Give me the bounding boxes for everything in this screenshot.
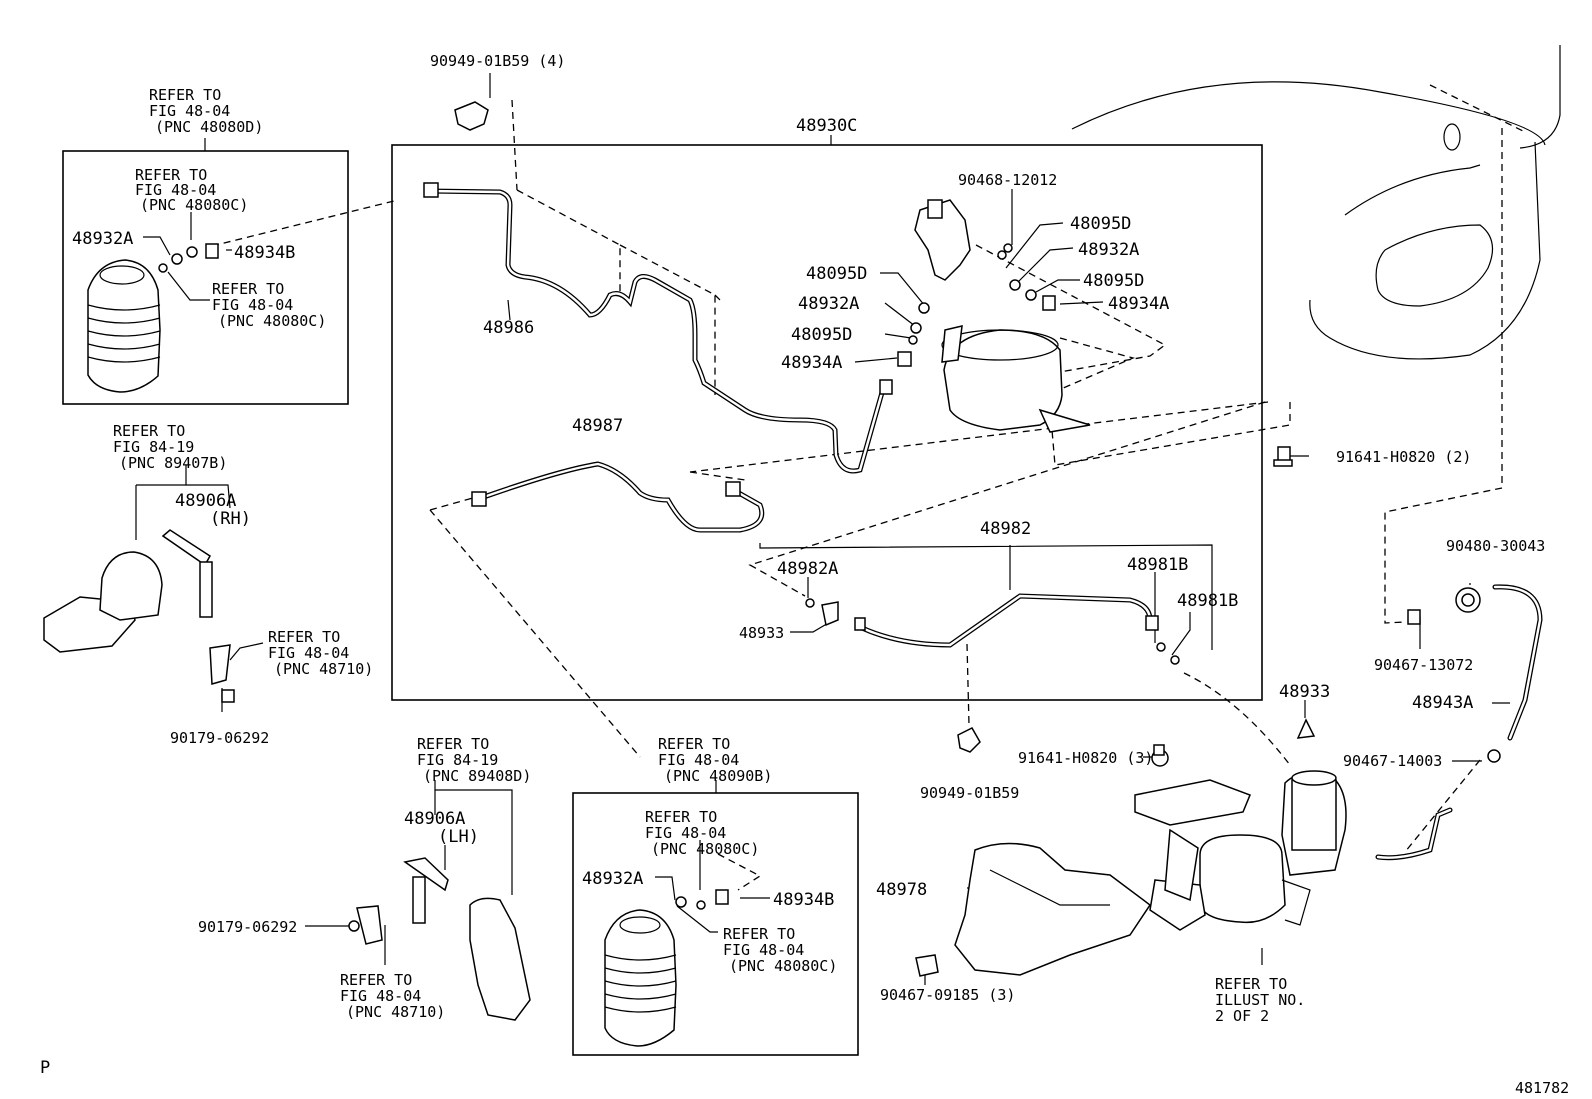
refer-89407b-l1: REFER TO bbox=[113, 422, 185, 440]
refer-89407b-l3: (PNC 89407B) bbox=[119, 454, 227, 472]
label-90949-b: 90949-01B59 bbox=[920, 784, 1019, 802]
refer-48710-b-l3: (PNC 48710) bbox=[346, 1003, 445, 1021]
height-control-pipes bbox=[425, 188, 1543, 861]
label-48095d-1: 48095D bbox=[1070, 214, 1131, 234]
label-90480: 90480-30043 bbox=[1446, 537, 1545, 555]
label-48981b-1: 48981B bbox=[1127, 555, 1188, 575]
solenoid-valve-block bbox=[914, 199, 1013, 281]
figure-number: 481782 bbox=[1515, 1079, 1569, 1097]
refer-illust-l2: ILLUST NO. bbox=[1215, 991, 1305, 1009]
refer-48080c-d-l1: REFER TO bbox=[723, 925, 795, 943]
leader-lines bbox=[135, 73, 1510, 985]
refer-48080c-a-l3: (PNC 48080C) bbox=[140, 196, 248, 214]
label-48934b-bot: 48934B bbox=[773, 890, 834, 910]
refer-48710-b-l1: REFER TO bbox=[340, 971, 412, 989]
label-90467-13072: 90467-13072 bbox=[1374, 656, 1473, 674]
refer-illust-l3: 2 OF 2 bbox=[1215, 1007, 1269, 1025]
refer-48080d-l2: FIG 48-04 bbox=[149, 102, 230, 120]
label-90467-09185: 90467-09185 (3) bbox=[880, 986, 1015, 1004]
refer-48080c-c-l2: FIG 48-04 bbox=[645, 824, 726, 842]
accumulator-chamber bbox=[941, 325, 1091, 433]
label-48943a: 48943A bbox=[1412, 693, 1473, 713]
label-assembly-48930c: 48930C bbox=[796, 116, 857, 136]
label-48906a-rh-l1: 48906A bbox=[175, 491, 236, 511]
corner-mark: P bbox=[40, 1058, 50, 1078]
installation-dashed-lines bbox=[211, 99, 1503, 891]
label-90467-14003: 90467-14003 bbox=[1343, 752, 1442, 770]
refer-48080c-d-l3: (PNC 48080C) bbox=[729, 957, 837, 975]
label-48986: 48986 bbox=[483, 318, 534, 338]
label-48932a-bot: 48932A bbox=[582, 869, 643, 889]
label-48933-l: 48933 bbox=[739, 624, 784, 642]
refer-89408d-l3: (PNC 89408D) bbox=[423, 767, 531, 785]
refer-48080c-c-l3: (PNC 48080C) bbox=[651, 840, 759, 858]
label-90468: 90468-12012 bbox=[958, 171, 1057, 189]
label-48095d-3: 48095D bbox=[806, 264, 867, 284]
refer-48080c-b-l3: (PNC 48080C) bbox=[218, 312, 326, 330]
label-48981b-2: 48981B bbox=[1177, 591, 1238, 611]
label-48934b-left: 48934B bbox=[234, 243, 295, 263]
label-48982a: 48982A bbox=[777, 559, 838, 579]
label-48932a-m: 48932A bbox=[798, 294, 859, 314]
refer-48080c-c-l1: REFER TO bbox=[645, 808, 717, 826]
label-48906a-lh-l2: (LH) bbox=[438, 827, 479, 847]
label-48095d-2: 48095D bbox=[1083, 271, 1144, 291]
refer-48710-b-l2: FIG 48-04 bbox=[340, 987, 421, 1005]
label-90179-b: 90179-06292 bbox=[198, 918, 297, 936]
refer-48080d-l1: REFER TO bbox=[149, 86, 221, 104]
refer-48080c-a-l2: FIG 48-04 bbox=[135, 181, 216, 199]
refer-48090b-l3: (PNC 48090B) bbox=[664, 767, 772, 785]
label-48987: 48987 bbox=[572, 416, 623, 436]
refer-89407b-l2: FIG 84-19 bbox=[113, 438, 194, 456]
refer-48080c-a-l1: REFER TO bbox=[135, 166, 207, 184]
label-48906a-rh-l2: (RH) bbox=[210, 509, 251, 529]
label-48932a-r: 48932A bbox=[1078, 240, 1139, 260]
air-spring-left bbox=[87, 259, 161, 393]
refer-48090b-l2: FIG 48-04 bbox=[658, 751, 739, 769]
refer-48710-a-l3: (PNC 48710) bbox=[274, 660, 373, 678]
label-48932a-left: 48932A bbox=[72, 229, 133, 249]
refer-48080c-d-l2: FIG 48-04 bbox=[723, 941, 804, 959]
refer-48090b-l1: REFER TO bbox=[658, 735, 730, 753]
refer-48080d-l3: (PNC 48080D) bbox=[155, 118, 263, 136]
refer-48080c-b-l1: REFER TO bbox=[212, 280, 284, 298]
label-48934a-m: 48934A bbox=[781, 353, 842, 373]
refer-89408d-l2: FIG 84-19 bbox=[417, 751, 498, 769]
label-48906a-lh-l1: 48906A bbox=[404, 809, 465, 829]
assembly-48930c-frame bbox=[391, 144, 1263, 701]
vehicle-body-outline bbox=[1071, 45, 1561, 360]
label-90179-a: 90179-06292 bbox=[170, 729, 269, 747]
refer-89408d-l1: REFER TO bbox=[417, 735, 489, 753]
heat-protector bbox=[954, 842, 1152, 976]
refer-48080c-b-l2: FIG 48-04 bbox=[212, 296, 293, 314]
height-sensor-rh bbox=[43, 529, 231, 685]
compressor-assembly bbox=[1134, 770, 1347, 931]
label-clip-top: 90949-01B59 (4) bbox=[430, 52, 565, 70]
refer-illust-l1: REFER TO bbox=[1215, 975, 1287, 993]
refer-48710-a-l2: FIG 48-04 bbox=[268, 644, 349, 662]
label-48933-r: 48933 bbox=[1279, 682, 1330, 702]
label-48934a-r: 48934A bbox=[1108, 294, 1169, 314]
label-48095d-4: 48095D bbox=[791, 325, 852, 345]
air-spring-bottom bbox=[604, 909, 677, 1047]
refer-48710-a-l1: REFER TO bbox=[268, 628, 340, 646]
small-fittings bbox=[158, 101, 1501, 977]
label-48978: 48978 bbox=[876, 880, 927, 900]
label-91641-2: 91641-H0820 (2) bbox=[1336, 448, 1471, 466]
height-sensor-lh bbox=[356, 857, 531, 1021]
callout-labels: 90949-01B59 (4) 48930C REFER TO FIG 48-0… bbox=[40, 52, 1569, 1097]
label-91641-3: 91641-H0820 (3) bbox=[1018, 749, 1153, 767]
label-48982: 48982 bbox=[980, 519, 1031, 539]
